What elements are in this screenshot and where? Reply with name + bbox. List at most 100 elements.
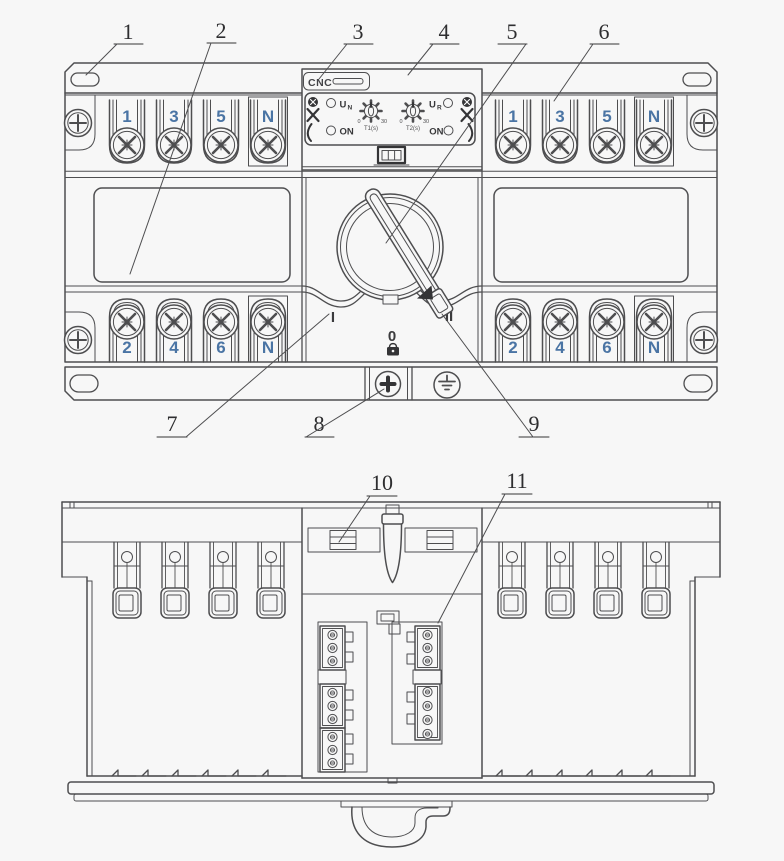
label-window-right [493, 187, 689, 283]
mounting-hole-top-left [70, 72, 100, 87]
un-label: U [340, 100, 347, 111]
terminal-row-top-left: 1 3 5 N [110, 96, 288, 167]
terminal-label: 4 [555, 338, 565, 357]
callout-8: 8 [304, 388, 385, 438]
padlock-icon [387, 342, 399, 356]
ur-label-sub: R [437, 105, 442, 112]
din-rail-release-hook [340, 800, 453, 848]
terminal-label: 1 [508, 107, 517, 126]
brand-logo: CNC [308, 77, 332, 89]
position-ii-label: II [445, 308, 453, 325]
t2-delay-dial[interactable] [401, 99, 425, 123]
callout-6: 6 [553, 19, 620, 102]
callout-11: 11 [437, 468, 533, 624]
callout-9-number: 9 [529, 411, 540, 436]
din-clip-row [307, 527, 478, 553]
label-window-left [93, 187, 291, 283]
on-indicator-lamp-right [443, 125, 454, 136]
t1-dial-max: 30 [381, 119, 387, 125]
corner-screw-icon [689, 108, 719, 138]
mode-slide-switch[interactable] [373, 145, 410, 166]
vent-slots-right [495, 769, 671, 777]
ur-indicator-lamp [443, 98, 453, 108]
t1-delay-dial[interactable] [359, 99, 383, 123]
brand-tag [303, 72, 370, 91]
rotary-handle[interactable] [336, 186, 454, 320]
terminal-label: 4 [169, 338, 179, 357]
terminal-label: 6 [216, 338, 225, 357]
terminal-label: 1 [122, 107, 131, 126]
terminal-row-top-right: 1 3 5 N [496, 96, 674, 167]
corner-screw-icon [689, 325, 719, 355]
terminal-label: 6 [602, 338, 611, 357]
un-indicator-lamp [326, 98, 336, 108]
callout-5-number: 5 [507, 19, 518, 44]
t2-dial-min: 0 [399, 119, 402, 125]
terminal-label: 2 [508, 338, 517, 357]
bottom-view [61, 501, 721, 848]
ur-label: U [429, 100, 436, 111]
corner-screw-icon [63, 108, 93, 138]
callout-6-number: 6 [599, 19, 610, 44]
terminal-label: 2 [122, 338, 131, 357]
t2-dial-label: T2(s) [406, 126, 420, 132]
brand-tag-bar [332, 78, 364, 85]
bottom-view-outline [61, 501, 721, 784]
rear-terminal-hangers-left [112, 541, 286, 619]
control-panel: CNC U N ON [301, 68, 483, 171]
control-connector-strip-left [317, 621, 368, 772]
din-clip-left [307, 527, 381, 553]
mounting-hole-bottom-left [69, 374, 99, 393]
terminal-label: N [262, 338, 274, 357]
callout-9: 9 [441, 313, 550, 438]
rear-terminal-hangers-right [497, 541, 671, 619]
handle-tip-cap [425, 287, 454, 319]
bottom-mounting-flange [64, 366, 718, 401]
t1-dial-label: T1(s) [364, 126, 378, 132]
on-label-right: ON [429, 127, 443, 138]
terminal-label: N [648, 107, 660, 126]
callout-4: 4 [407, 19, 460, 76]
vent-slots-left [111, 769, 287, 777]
callout-10-number: 10 [371, 470, 393, 495]
mains-source-icon [306, 97, 320, 142]
terminal-row-bottom-left: 2 4 6 N [110, 295, 288, 362]
callout-2: 2 [129, 18, 237, 275]
callout-7-number: 7 [167, 411, 178, 436]
un-label-sub: N [348, 105, 353, 112]
callout-4-number: 4 [439, 19, 450, 44]
callouts: 1 2 3 4 5 6 7 [85, 18, 620, 624]
callout-10: 10 [338, 470, 398, 543]
terminal-label: N [262, 107, 274, 126]
mounting-hole-top-right [682, 72, 712, 87]
mounting-hole-bottom-right [683, 374, 713, 393]
callout-7: 7 [156, 313, 330, 438]
terminal-label: 3 [555, 107, 564, 126]
terminal-row-bottom-right: 2 4 6 N [496, 295, 674, 362]
front-view: 1 3 5 N 1 3 5 N 2 4 6 N [63, 62, 719, 401]
callout-1: 1 [85, 19, 144, 76]
callout-1-number: 1 [123, 19, 134, 44]
terminal-label: 5 [602, 107, 611, 126]
din-clip-right [404, 527, 478, 553]
position-markers: I 0 II [331, 308, 453, 356]
control-connector-strip-right [391, 621, 443, 745]
ground-terminal-icon [433, 371, 461, 399]
callout-3-number: 3 [353, 19, 364, 44]
base-plates [67, 781, 715, 802]
generator-source-icon [460, 97, 474, 142]
position-0-label: 0 [388, 328, 396, 345]
t2-dial-max: 30 [423, 119, 429, 125]
terminal-label: 5 [216, 107, 225, 126]
t1-dial-min: 0 [357, 119, 360, 125]
terminal-label: 3 [169, 107, 178, 126]
on-label-left: ON [340, 127, 354, 138]
callout-11-number: 11 [506, 468, 527, 493]
callout-8-number: 8 [314, 411, 325, 436]
callout-3: 3 [318, 19, 374, 80]
handle-pointer-triangle-icon [417, 285, 433, 300]
position-i-label: I [331, 309, 335, 326]
terminal-label: N [648, 338, 660, 357]
